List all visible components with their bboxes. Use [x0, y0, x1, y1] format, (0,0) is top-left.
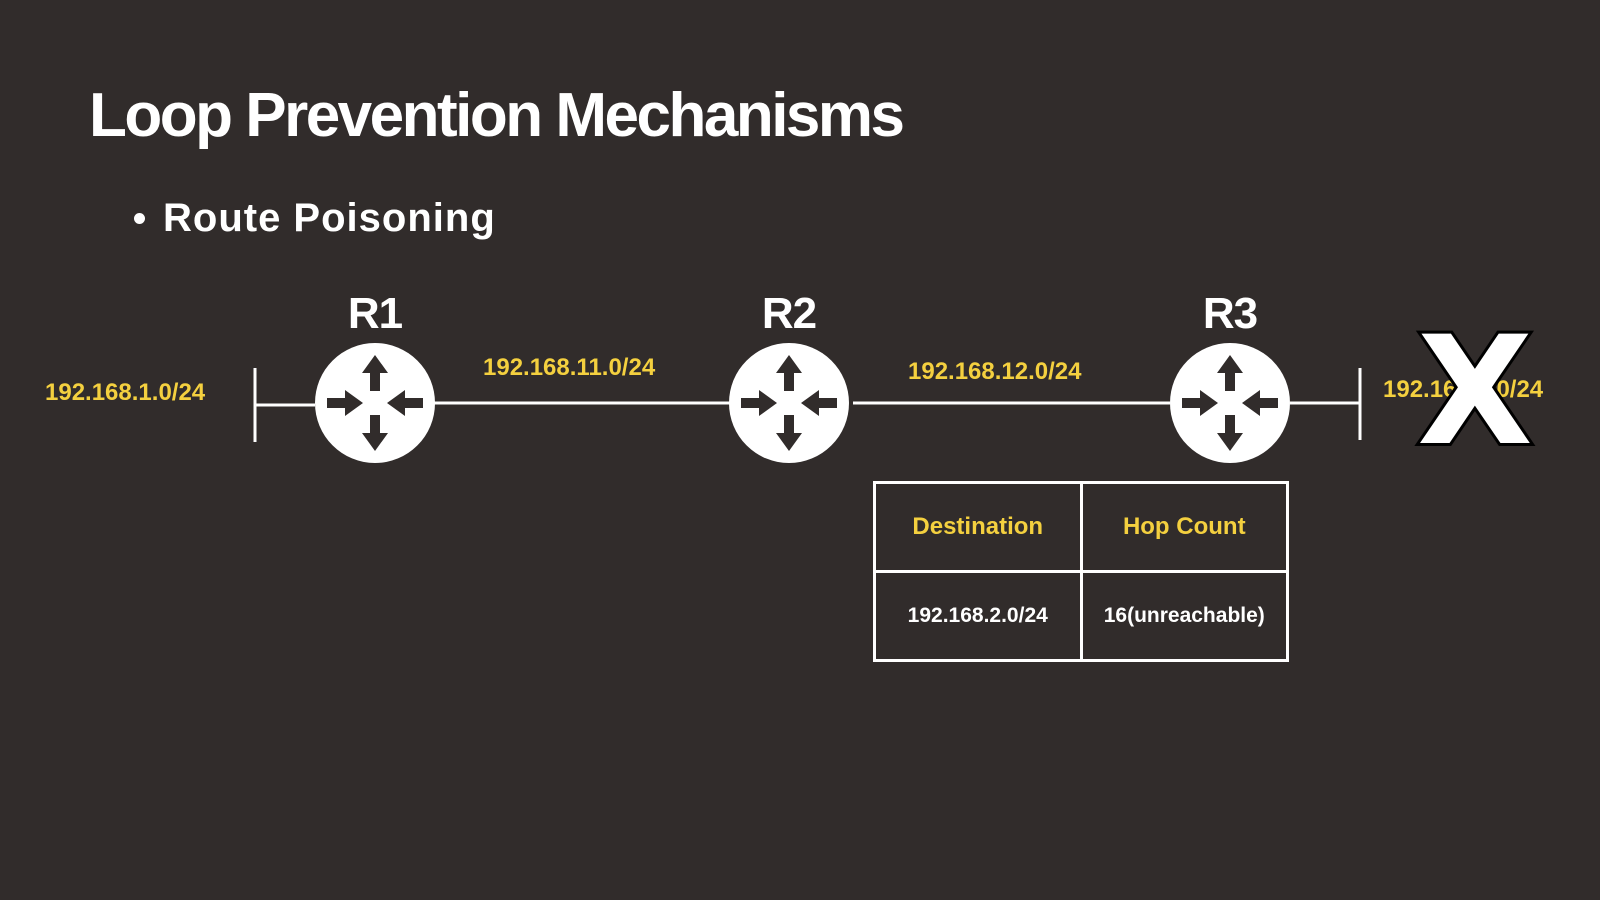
bullet-dot [134, 213, 145, 224]
network-label-lan-right: 192.168.2.0/24 [1383, 376, 1544, 403]
network-failure-mark: X [1417, 305, 1533, 479]
slide-title: Loop Prevention Mechanisms [89, 81, 905, 150]
network-links [253, 368, 1362, 442]
table-row: 192.168.2.0/24 16(unreachable) [873, 570, 1289, 662]
bullet-text: Route Poisoning [163, 196, 496, 240]
bullet-item: Route Poisoning [134, 196, 496, 241]
column-header-destination: Destination [873, 481, 1083, 573]
table-cell-hop-count: 16(unreachable) [1079, 570, 1289, 662]
router-r2: R2 [729, 289, 849, 463]
routing-table: Destination Hop Count 192.168.2.0/24 16(… [873, 481, 1289, 662]
table-header-row: Destination Hop Count [873, 481, 1289, 573]
router-icon [315, 343, 435, 463]
column-header-hop-count: Hop Count [1079, 481, 1289, 573]
table-cell-destination: 192.168.2.0/24 [873, 570, 1083, 662]
network-label-r2-r3: 192.168.12.0/24 [908, 358, 1082, 385]
network-label-r1-r2: 192.168.11.0/24 [483, 354, 656, 381]
router-icon [1170, 343, 1290, 463]
network-label-lan-left: 192.168.1.0/24 [45, 379, 206, 406]
router-label: R2 [762, 289, 816, 338]
router-label: R1 [348, 289, 403, 338]
router-r1: R1 [315, 289, 435, 463]
router-icon [729, 343, 849, 463]
router-r3: R3 [1170, 289, 1290, 463]
router-label: R3 [1203, 289, 1257, 338]
